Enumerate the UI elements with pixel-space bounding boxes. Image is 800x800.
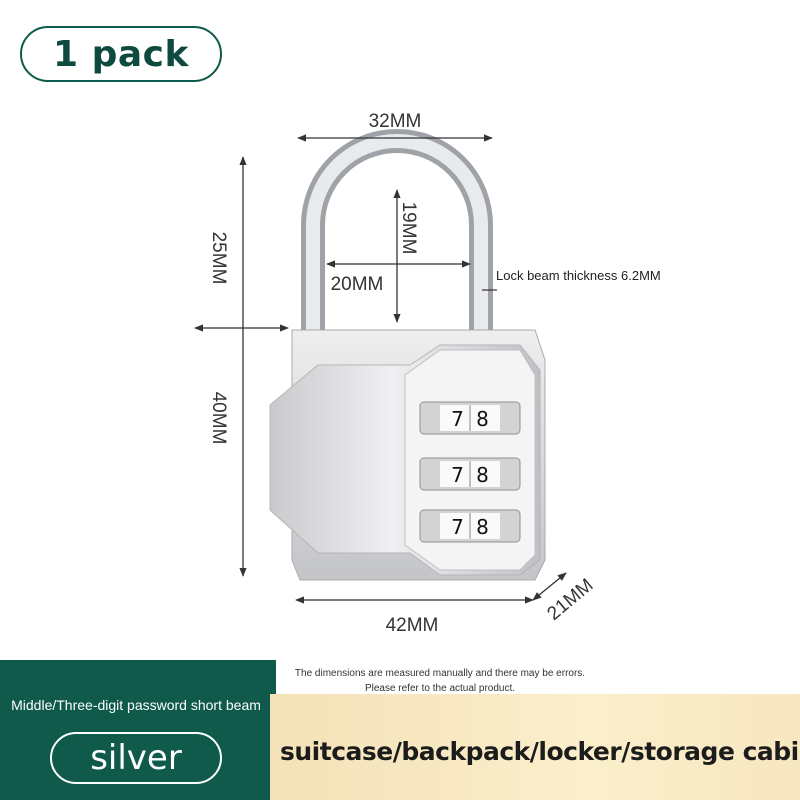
- combination-dials: 7 8 7 8 7 8: [419, 401, 521, 543]
- beam-thickness-note: Lock beam thickness 6.2MM: [496, 268, 661, 283]
- dim-body-height: 40MM: [208, 392, 229, 445]
- disclaimer-line-2: Please refer to the actual product.: [364, 683, 516, 694]
- dim-body-depth: 21MM: [543, 575, 597, 625]
- dim-inner-height: 19MM: [398, 202, 419, 255]
- dial-3: 7 8: [451, 515, 489, 539]
- disclaimer-line-1: The dimensions are measured manually and…: [294, 668, 586, 679]
- color-label: silver: [90, 738, 182, 778]
- dial-2: 7 8: [451, 463, 489, 487]
- dim-shackle-width: 32MM: [369, 111, 422, 132]
- pack-quantity-label: 1 pack: [53, 33, 189, 75]
- measurement-disclaimer: The dimensions are measured manually and…: [280, 666, 600, 696]
- dim-shackle-height: 25MM: [208, 232, 229, 285]
- dim-body-width: 42MM: [386, 615, 439, 636]
- padlock-diagram: 7 8 7 8 7 8 32MM 25MM 40MM 19MM 20MM 42M…: [194, 111, 597, 636]
- usage-panel: [270, 694, 800, 800]
- dial-1: 7 8: [451, 407, 489, 431]
- usage-text: suitcase/backpack/locker/storage cabinet…: [280, 737, 800, 766]
- color-option-pill: silver: [50, 732, 222, 784]
- dim-inner-width: 20MM: [331, 274, 384, 295]
- model-name: Middle/Three-digit password short beam: [11, 697, 261, 713]
- pack-quantity-badge: 1 pack: [20, 26, 222, 82]
- disclaimer-panel: [276, 660, 800, 694]
